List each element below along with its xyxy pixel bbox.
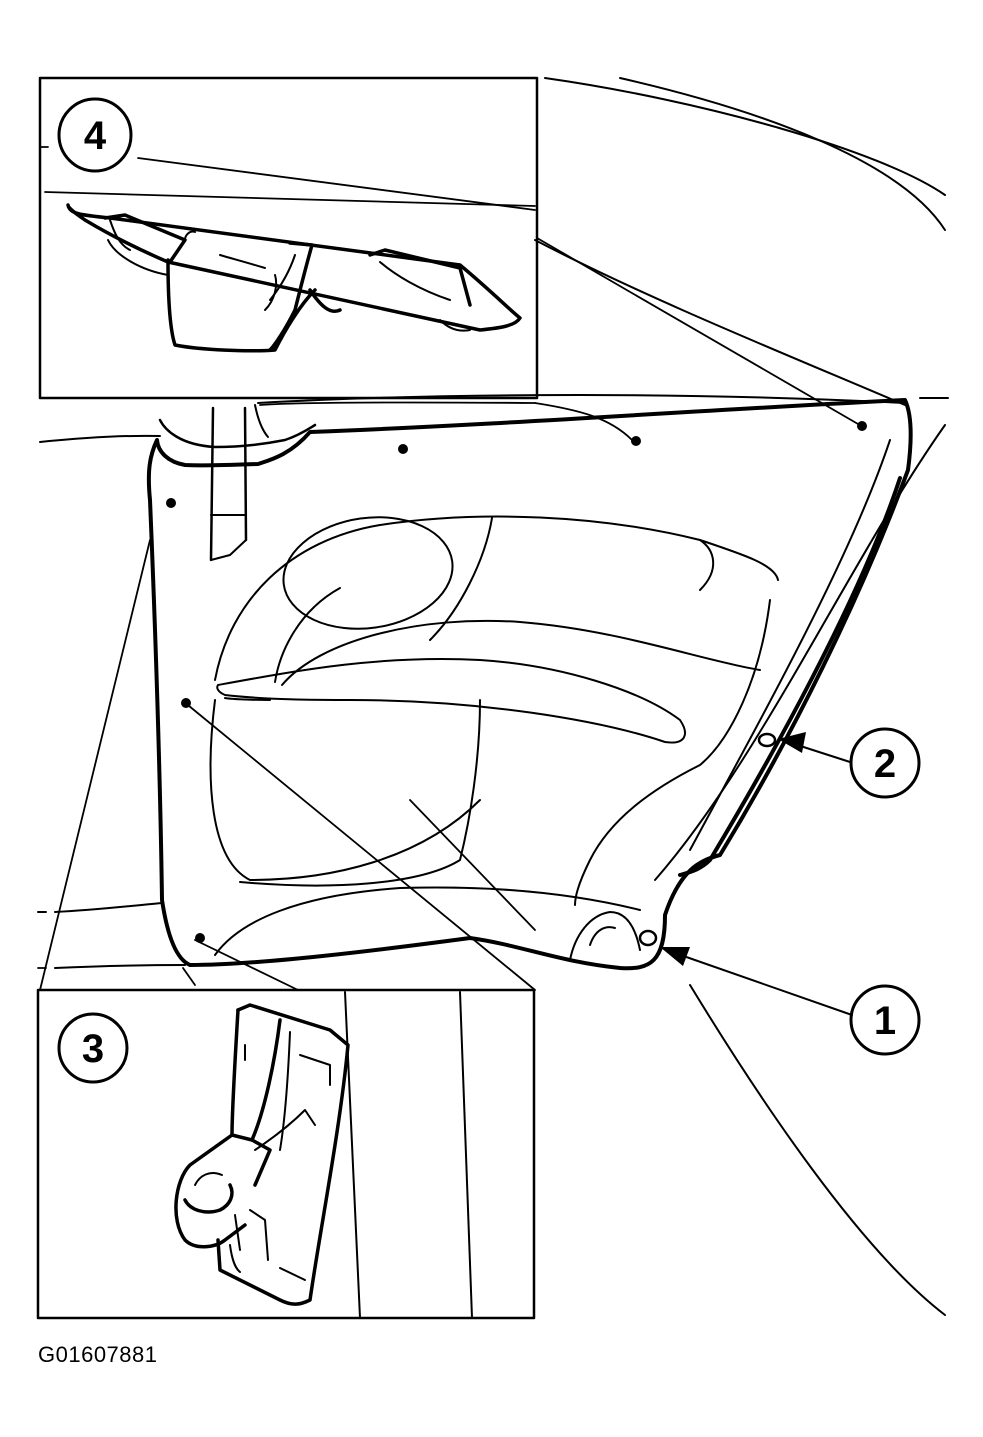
retainer-dot	[398, 444, 408, 454]
callout-label-2: 2	[874, 742, 896, 786]
detail-leader-lines	[37, 146, 859, 991]
panel-contours	[209, 515, 779, 961]
figure-id: G01607881	[38, 1342, 158, 1367]
arrow-head-2	[778, 732, 806, 753]
arrow-head-1	[660, 947, 690, 966]
pin-retainer-1	[638, 929, 658, 947]
callout-label-4: 4	[84, 114, 107, 158]
detail-box-3: 3	[36, 988, 536, 1320]
retainer-dot	[166, 498, 176, 508]
retainer-locations	[166, 421, 867, 943]
quarter-trim-panel	[146, 398, 913, 971]
pin-retainers	[638, 732, 777, 947]
retainer-dot	[857, 421, 867, 431]
retainer-dot	[631, 436, 641, 446]
callout-2: 2	[849, 727, 921, 799]
callout-label-1: 1	[874, 999, 896, 1043]
callout-label-3: 3	[82, 1027, 104, 1071]
detail-box-4: 4	[38, 76, 539, 400]
pin-retainer-2	[757, 732, 777, 748]
callout-1: 1	[849, 984, 921, 1056]
